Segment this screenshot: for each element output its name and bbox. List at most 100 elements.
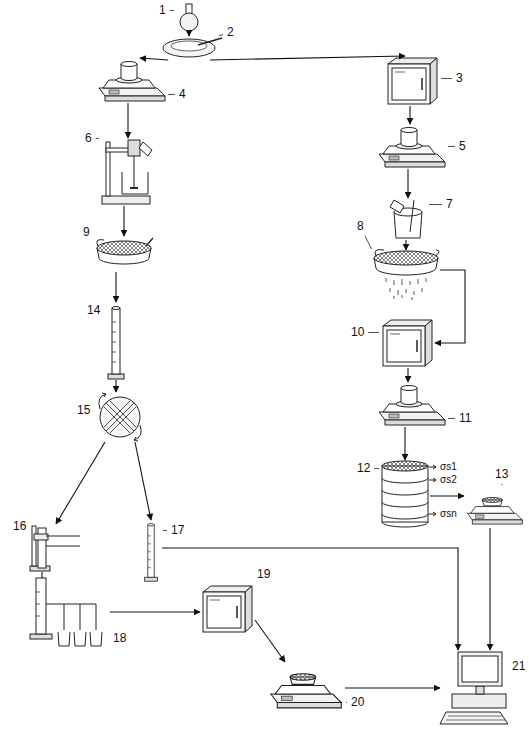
flow-arrow bbox=[110, 611, 200, 612]
leader-line bbox=[429, 204, 442, 205]
equipment-item: 12 bbox=[380, 460, 430, 526]
flow-arrow bbox=[135, 442, 151, 520]
sieve-stack bbox=[382, 461, 436, 527]
sieve-fraction-label: σs2 bbox=[439, 474, 458, 485]
flow-arrow bbox=[56, 442, 105, 524]
cylinder bbox=[145, 524, 158, 582]
leader-line bbox=[96, 138, 99, 139]
flow-arrow bbox=[115, 272, 116, 302]
equipment-item: 17 bbox=[140, 520, 162, 582]
sieve-fraction-label: σsn bbox=[439, 508, 458, 519]
equipment-item: 7 bbox=[388, 198, 428, 240]
callout-number: 19 bbox=[256, 568, 271, 581]
wet-sieve bbox=[374, 250, 439, 300]
leader-line bbox=[368, 332, 379, 333]
oven bbox=[383, 320, 432, 366]
equipment-item: 20 bbox=[265, 662, 345, 710]
sieve-fraction-label: σs1 bbox=[439, 461, 458, 472]
leader-line bbox=[163, 530, 167, 531]
callout-number: 4 bbox=[178, 88, 187, 101]
cylinder-beakers bbox=[30, 578, 102, 646]
oven bbox=[203, 586, 252, 632]
equipment-item: 16 bbox=[30, 524, 82, 572]
leader-line bbox=[374, 468, 379, 469]
callout-number: 11 bbox=[458, 412, 472, 425]
flow-arrow bbox=[255, 620, 285, 662]
callout-number: 5 bbox=[458, 140, 467, 153]
callout-number: 18 bbox=[112, 632, 127, 645]
callout-number: 14 bbox=[86, 304, 101, 317]
hydrometer-stand bbox=[30, 526, 80, 571]
equipment-item: 2 bbox=[160, 36, 218, 60]
flow-arrow bbox=[140, 58, 168, 60]
flow-arrow bbox=[404, 427, 405, 460]
balance bbox=[271, 674, 341, 708]
callout-number: 21 bbox=[511, 660, 526, 673]
callout-number: 9 bbox=[82, 226, 91, 239]
leader-line bbox=[168, 94, 175, 95]
flow-arrow bbox=[409, 106, 410, 124]
callout-number: 8 bbox=[356, 220, 365, 233]
flow-arrow bbox=[127, 103, 128, 138]
leader-line bbox=[365, 236, 372, 249]
equipment-item: 4 bbox=[95, 58, 167, 103]
equipment-item: 10 bbox=[380, 318, 435, 368]
callout-number: 3 bbox=[455, 72, 464, 85]
leader-line bbox=[219, 35, 223, 36]
stirrer bbox=[102, 140, 152, 204]
callout-number: 20 bbox=[350, 696, 365, 709]
equipment-item: 6 bbox=[100, 138, 155, 206]
callout-number: 15 bbox=[76, 404, 91, 417]
leader-line bbox=[448, 146, 455, 147]
flow-arrow bbox=[489, 528, 490, 650]
beaker bbox=[390, 200, 422, 238]
flow-arrow bbox=[407, 368, 408, 382]
leader-line bbox=[448, 418, 455, 419]
sieve bbox=[97, 238, 153, 264]
cylinder bbox=[108, 307, 124, 380]
flow-arrow bbox=[435, 270, 465, 343]
leader-line bbox=[501, 484, 502, 485]
equipment-item: 5 bbox=[375, 124, 447, 169]
equipment-item: 11 bbox=[375, 382, 447, 427]
equipment-item: 9 bbox=[95, 236, 153, 272]
flow-arrow bbox=[115, 380, 116, 392]
callout-number: 16 bbox=[12, 520, 27, 533]
equipment-item: 13 bbox=[464, 486, 524, 528]
leader-line bbox=[170, 10, 174, 11]
equipment-item: 19 bbox=[200, 584, 255, 634]
equipment-item: 8 bbox=[372, 250, 440, 300]
computer bbox=[440, 652, 508, 724]
flask bbox=[180, 4, 198, 31]
flow-arrow bbox=[123, 206, 124, 236]
callout-number: 10 bbox=[350, 326, 365, 339]
callout-number: 6 bbox=[84, 132, 93, 145]
balance bbox=[379, 128, 445, 168]
callout-number: 13 bbox=[494, 468, 509, 481]
flow-arrow bbox=[41, 572, 42, 578]
balance bbox=[379, 386, 445, 426]
equipment-item: 14 bbox=[105, 302, 127, 380]
callout-number: 1 bbox=[158, 4, 167, 17]
dish bbox=[163, 38, 222, 57]
flow-arrow bbox=[407, 169, 408, 198]
equipment-item: 15 bbox=[93, 392, 148, 442]
equipment-item: 3 bbox=[385, 56, 440, 106]
leader-line bbox=[441, 78, 452, 79]
equipment-item: 1 bbox=[175, 2, 203, 32]
flow-arrow bbox=[430, 495, 464, 496]
callout-number: 12 bbox=[356, 462, 371, 475]
callout-number: 2 bbox=[226, 26, 235, 39]
leader-line bbox=[346, 702, 347, 703]
flow-arrow bbox=[162, 548, 458, 650]
callout-number: 7 bbox=[445, 198, 454, 211]
flow-arrow bbox=[405, 240, 406, 250]
balance bbox=[467, 497, 522, 524]
equipment-item: 21 bbox=[440, 650, 508, 728]
flow-arrow bbox=[345, 687, 440, 688]
oven bbox=[388, 58, 437, 104]
callout-number: 17 bbox=[170, 524, 185, 537]
flow-arrow bbox=[210, 56, 405, 60]
